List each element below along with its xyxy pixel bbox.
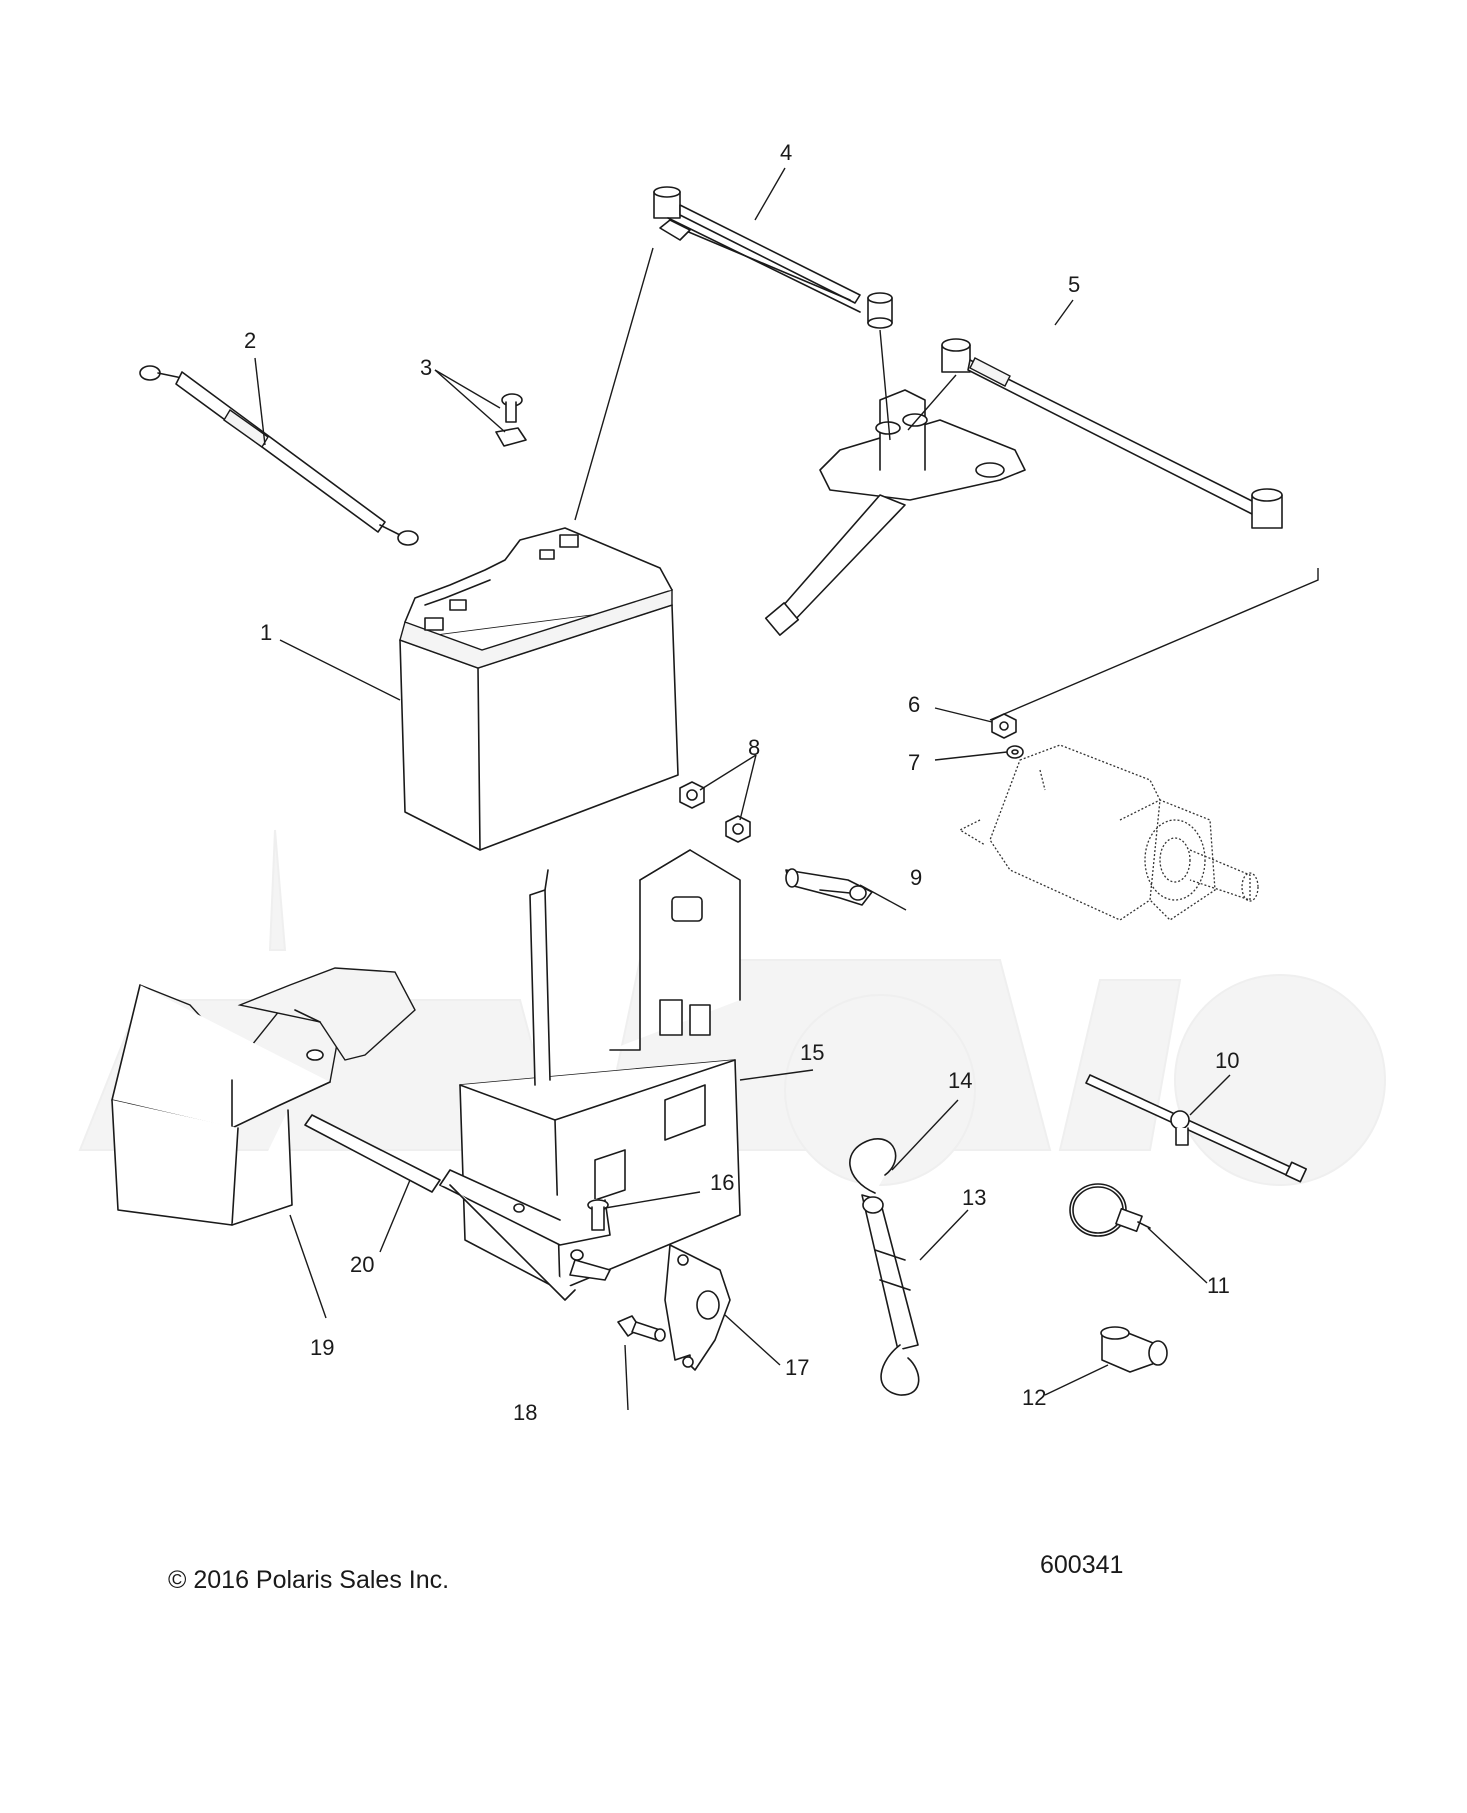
diagram-number: 600341: [1040, 1551, 1123, 1579]
callout-12: 12: [1022, 1385, 1046, 1410]
bolt-part-18: [617, 1315, 666, 1342]
starter-motor: [958, 744, 1259, 921]
callout-7: 7: [908, 750, 920, 775]
cable-tie-part-10: [1085, 1074, 1308, 1183]
callout-8: 8: [748, 735, 760, 760]
callout-17: 17: [785, 1355, 809, 1380]
washer-part-7: [1006, 745, 1024, 759]
cable-part-5: [941, 338, 1283, 529]
callout-10: 10: [1215, 1048, 1239, 1073]
callout-15: 15: [800, 1040, 824, 1065]
boot-part-12: [1100, 1326, 1168, 1373]
cable-tie-part-11: [1069, 1183, 1151, 1237]
strip-part-20: [304, 1114, 441, 1193]
nut-part-8: [679, 781, 751, 843]
callout-18: 18: [513, 1400, 537, 1425]
cable-part-4: [653, 186, 893, 329]
bolt-part-16: [587, 1199, 609, 1231]
callout-20: 20: [350, 1252, 374, 1277]
callout-14: 14: [948, 1068, 972, 1093]
callout-6: 6: [908, 692, 920, 717]
callout-4: 4: [780, 140, 792, 165]
callout-13: 13: [962, 1185, 986, 1210]
leader-lines: [254, 167, 1319, 1411]
callout-9: 9: [910, 865, 922, 890]
callout-1: 1: [260, 620, 272, 645]
screw-nut-part-3: [495, 393, 527, 447]
bracket-part-17: [664, 1244, 731, 1371]
strap-part-13: [861, 1194, 919, 1351]
callout-11: 11: [1207, 1273, 1230, 1298]
battery-box-part-15: [439, 849, 741, 1301]
starter-solenoid: [764, 389, 1026, 636]
callout-2: 2: [244, 328, 256, 353]
callout-19: 19: [310, 1335, 334, 1360]
callout-5: 5: [1068, 272, 1080, 297]
battery-part-1: [399, 527, 679, 851]
hook-part-14: [849, 1138, 920, 1396]
callout-3: 3: [420, 355, 432, 380]
copyright-text: © 2016 Polaris Sales Inc.: [168, 1566, 449, 1594]
callout-labels: 1 2 3 4 5 6 7 8 9 10 11 12 13 14 15 16 1…: [244, 140, 1239, 1425]
fastener-part-9: [785, 868, 873, 906]
callout-16: 16: [710, 1170, 734, 1195]
battery-cable-part-2: [139, 365, 419, 546]
cover-part-19: [111, 967, 416, 1226]
